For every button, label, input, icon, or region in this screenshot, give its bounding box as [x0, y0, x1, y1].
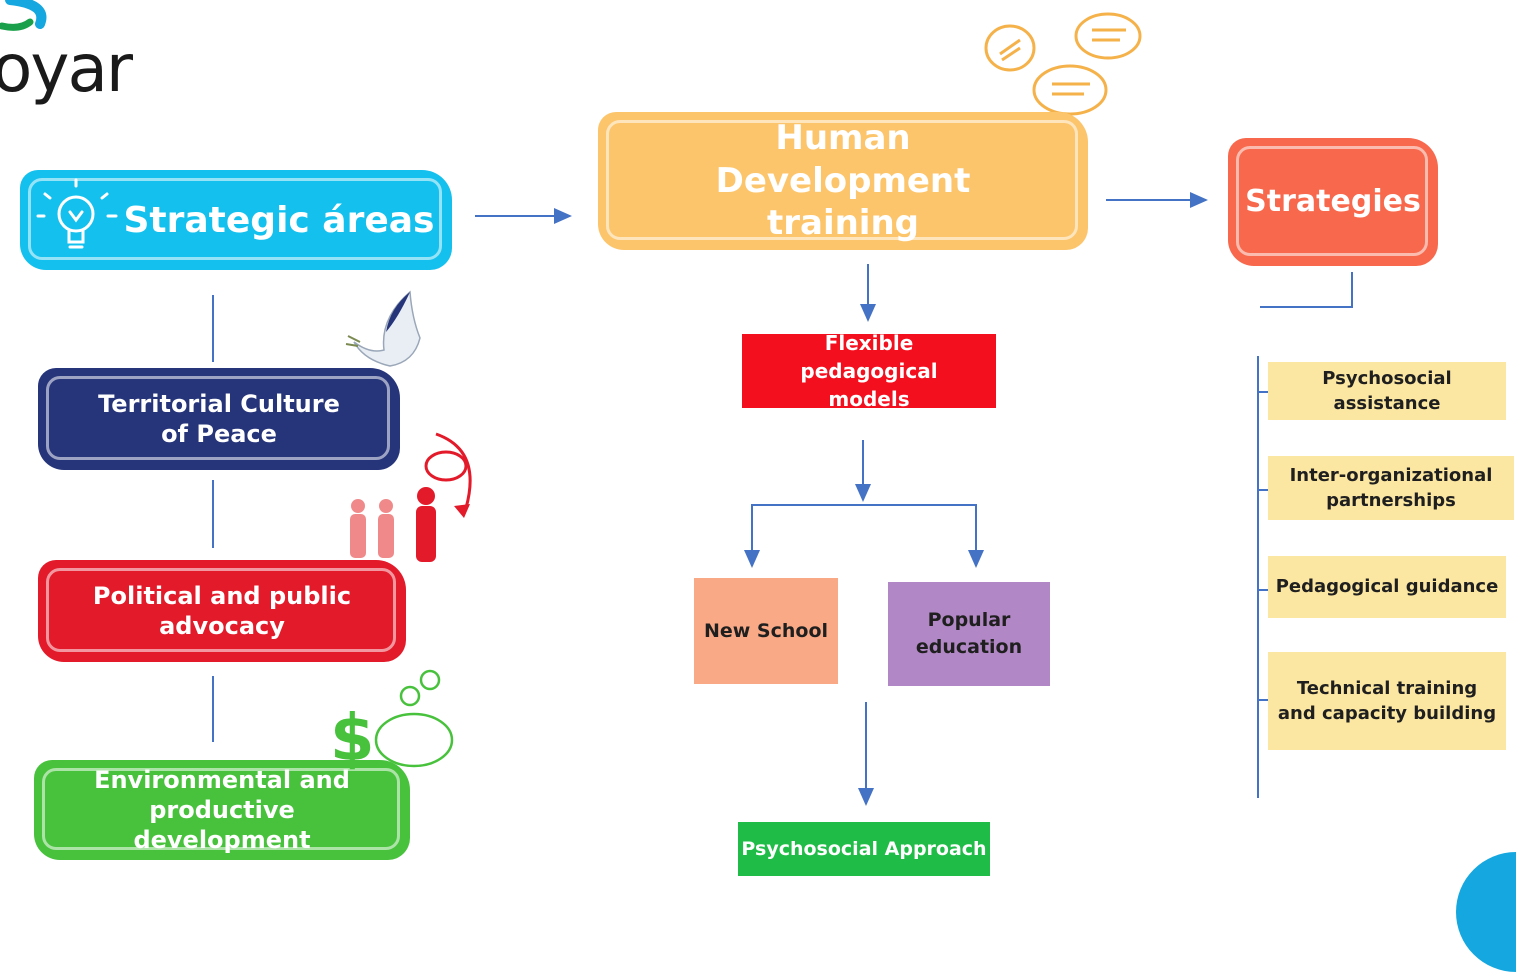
strategy-item-label: Technical training and capacity building: [1277, 677, 1497, 724]
new-school-box: New School: [694, 578, 838, 684]
strategies-label: Strategies: [1245, 184, 1421, 220]
area-environmental-development-label: Environmental and productive development: [94, 766, 350, 854]
logo: oyar: [0, 0, 133, 110]
lightbulb-icon: [36, 178, 118, 249]
svg-text:$: $: [330, 702, 375, 774]
connectors: [212, 192, 1353, 806]
human-development-label: Human Development training: [715, 118, 971, 244]
area-territorial-peace-label: Territorial Culture of Peace: [98, 390, 340, 448]
strategy-item: Technical training and capacity building: [1268, 652, 1506, 750]
flexible-pedagogical-models: Flexible pedagogical models: [742, 331, 996, 411]
human-development-header: Human Development training: [598, 112, 1088, 250]
popular-education-label: Popular education: [915, 609, 1023, 658]
area-territorial-peace: Territorial Culture of Peace: [38, 368, 400, 470]
flexible-pedagogical-models-label: Flexible pedagogical models: [800, 331, 938, 411]
strategic-areas-header: Strategic áreas: [20, 170, 452, 270]
strategy-item: Pedagogical guidance: [1268, 556, 1506, 618]
strategy-item-label: Psychosocial assistance: [1322, 367, 1452, 414]
psychosocial-approach-box: Psychosocial Approach: [738, 822, 990, 876]
strategy-item: Inter-organizational partnerships: [1268, 456, 1514, 520]
area-political-advocacy: Political and public advocacy: [38, 560, 406, 662]
logo-text: oyar: [0, 30, 133, 107]
strategies-header: Strategies: [1228, 138, 1438, 266]
money-piggy-icon: $: [330, 669, 454, 774]
psychosocial-approach-label: Psychosocial Approach: [741, 837, 987, 860]
new-school-label: New School: [703, 619, 829, 642]
area-political-advocacy-label: Political and public advocacy: [92, 582, 352, 640]
area-environmental-development: Environmental and productive development: [34, 760, 410, 860]
speech-bubbles-icon: [984, 12, 1142, 116]
strategy-item-label: Inter-organizational partnerships: [1289, 464, 1493, 511]
popular-education-box: Popular education: [888, 582, 1050, 686]
dove-icon: [345, 290, 421, 367]
strategy-item-label: Pedagogical guidance: [1275, 576, 1499, 598]
people-speech-icon: [350, 432, 472, 562]
strategic-areas-label: Strategic áreas: [123, 199, 435, 241]
strategy-item: Psychosocial assistance: [1268, 362, 1506, 420]
logo-arc-icon: [0, 0, 47, 31]
